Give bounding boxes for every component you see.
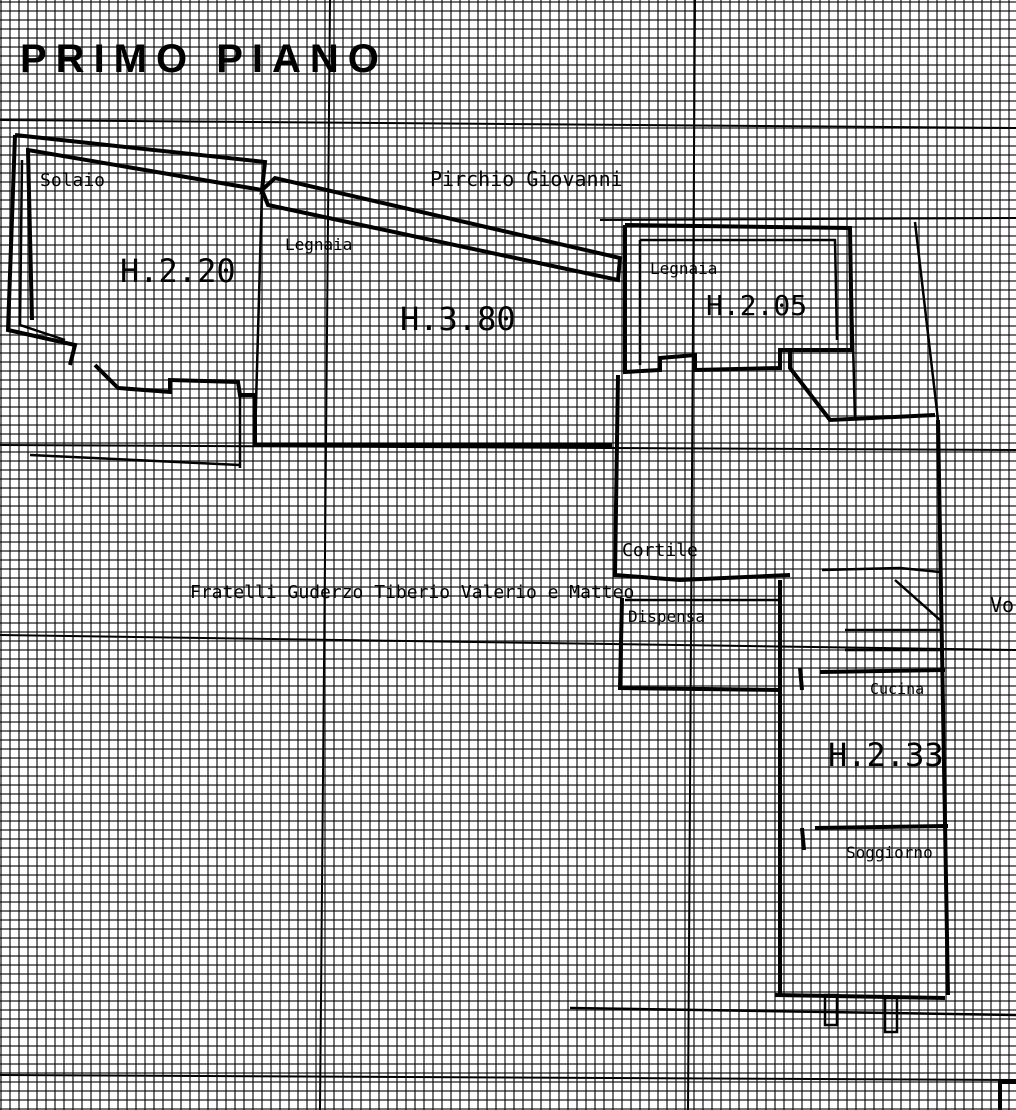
- upper-left-rooms: [5, 133, 623, 468]
- label-height-3-80: H.3.80: [400, 300, 516, 338]
- label-neighbor-bottom: Fratelli Guderzo Tiberio Valerio e Matte…: [190, 582, 634, 603]
- upper-right-rooms: [623, 221, 940, 423]
- label-soggiorno: Soggiorno: [846, 843, 933, 862]
- right-building: [569, 374, 1016, 1034]
- label-legnaia-right: Legnaia: [650, 259, 717, 278]
- label-edge-text: Vo: [990, 593, 1014, 617]
- label-dispensa: Dispensa: [628, 607, 705, 626]
- label-height-2-33: H.2.33: [828, 736, 944, 774]
- label-solaio: Solaio: [40, 170, 105, 191]
- label-neighbor-top: Pirchio Giovanni: [430, 167, 623, 191]
- label-cortile: Cortile: [622, 540, 698, 561]
- label-height-2-20: H.2.20: [120, 252, 236, 290]
- label-cucina: Cucina: [870, 680, 924, 698]
- label-height-2-05: H.2.05: [706, 289, 807, 322]
- sheet-corner-frame: [998, 1080, 1016, 1110]
- label-legnaia-left: Legnaia: [285, 235, 352, 254]
- drawing-title: PRIMO PIANO: [20, 37, 388, 81]
